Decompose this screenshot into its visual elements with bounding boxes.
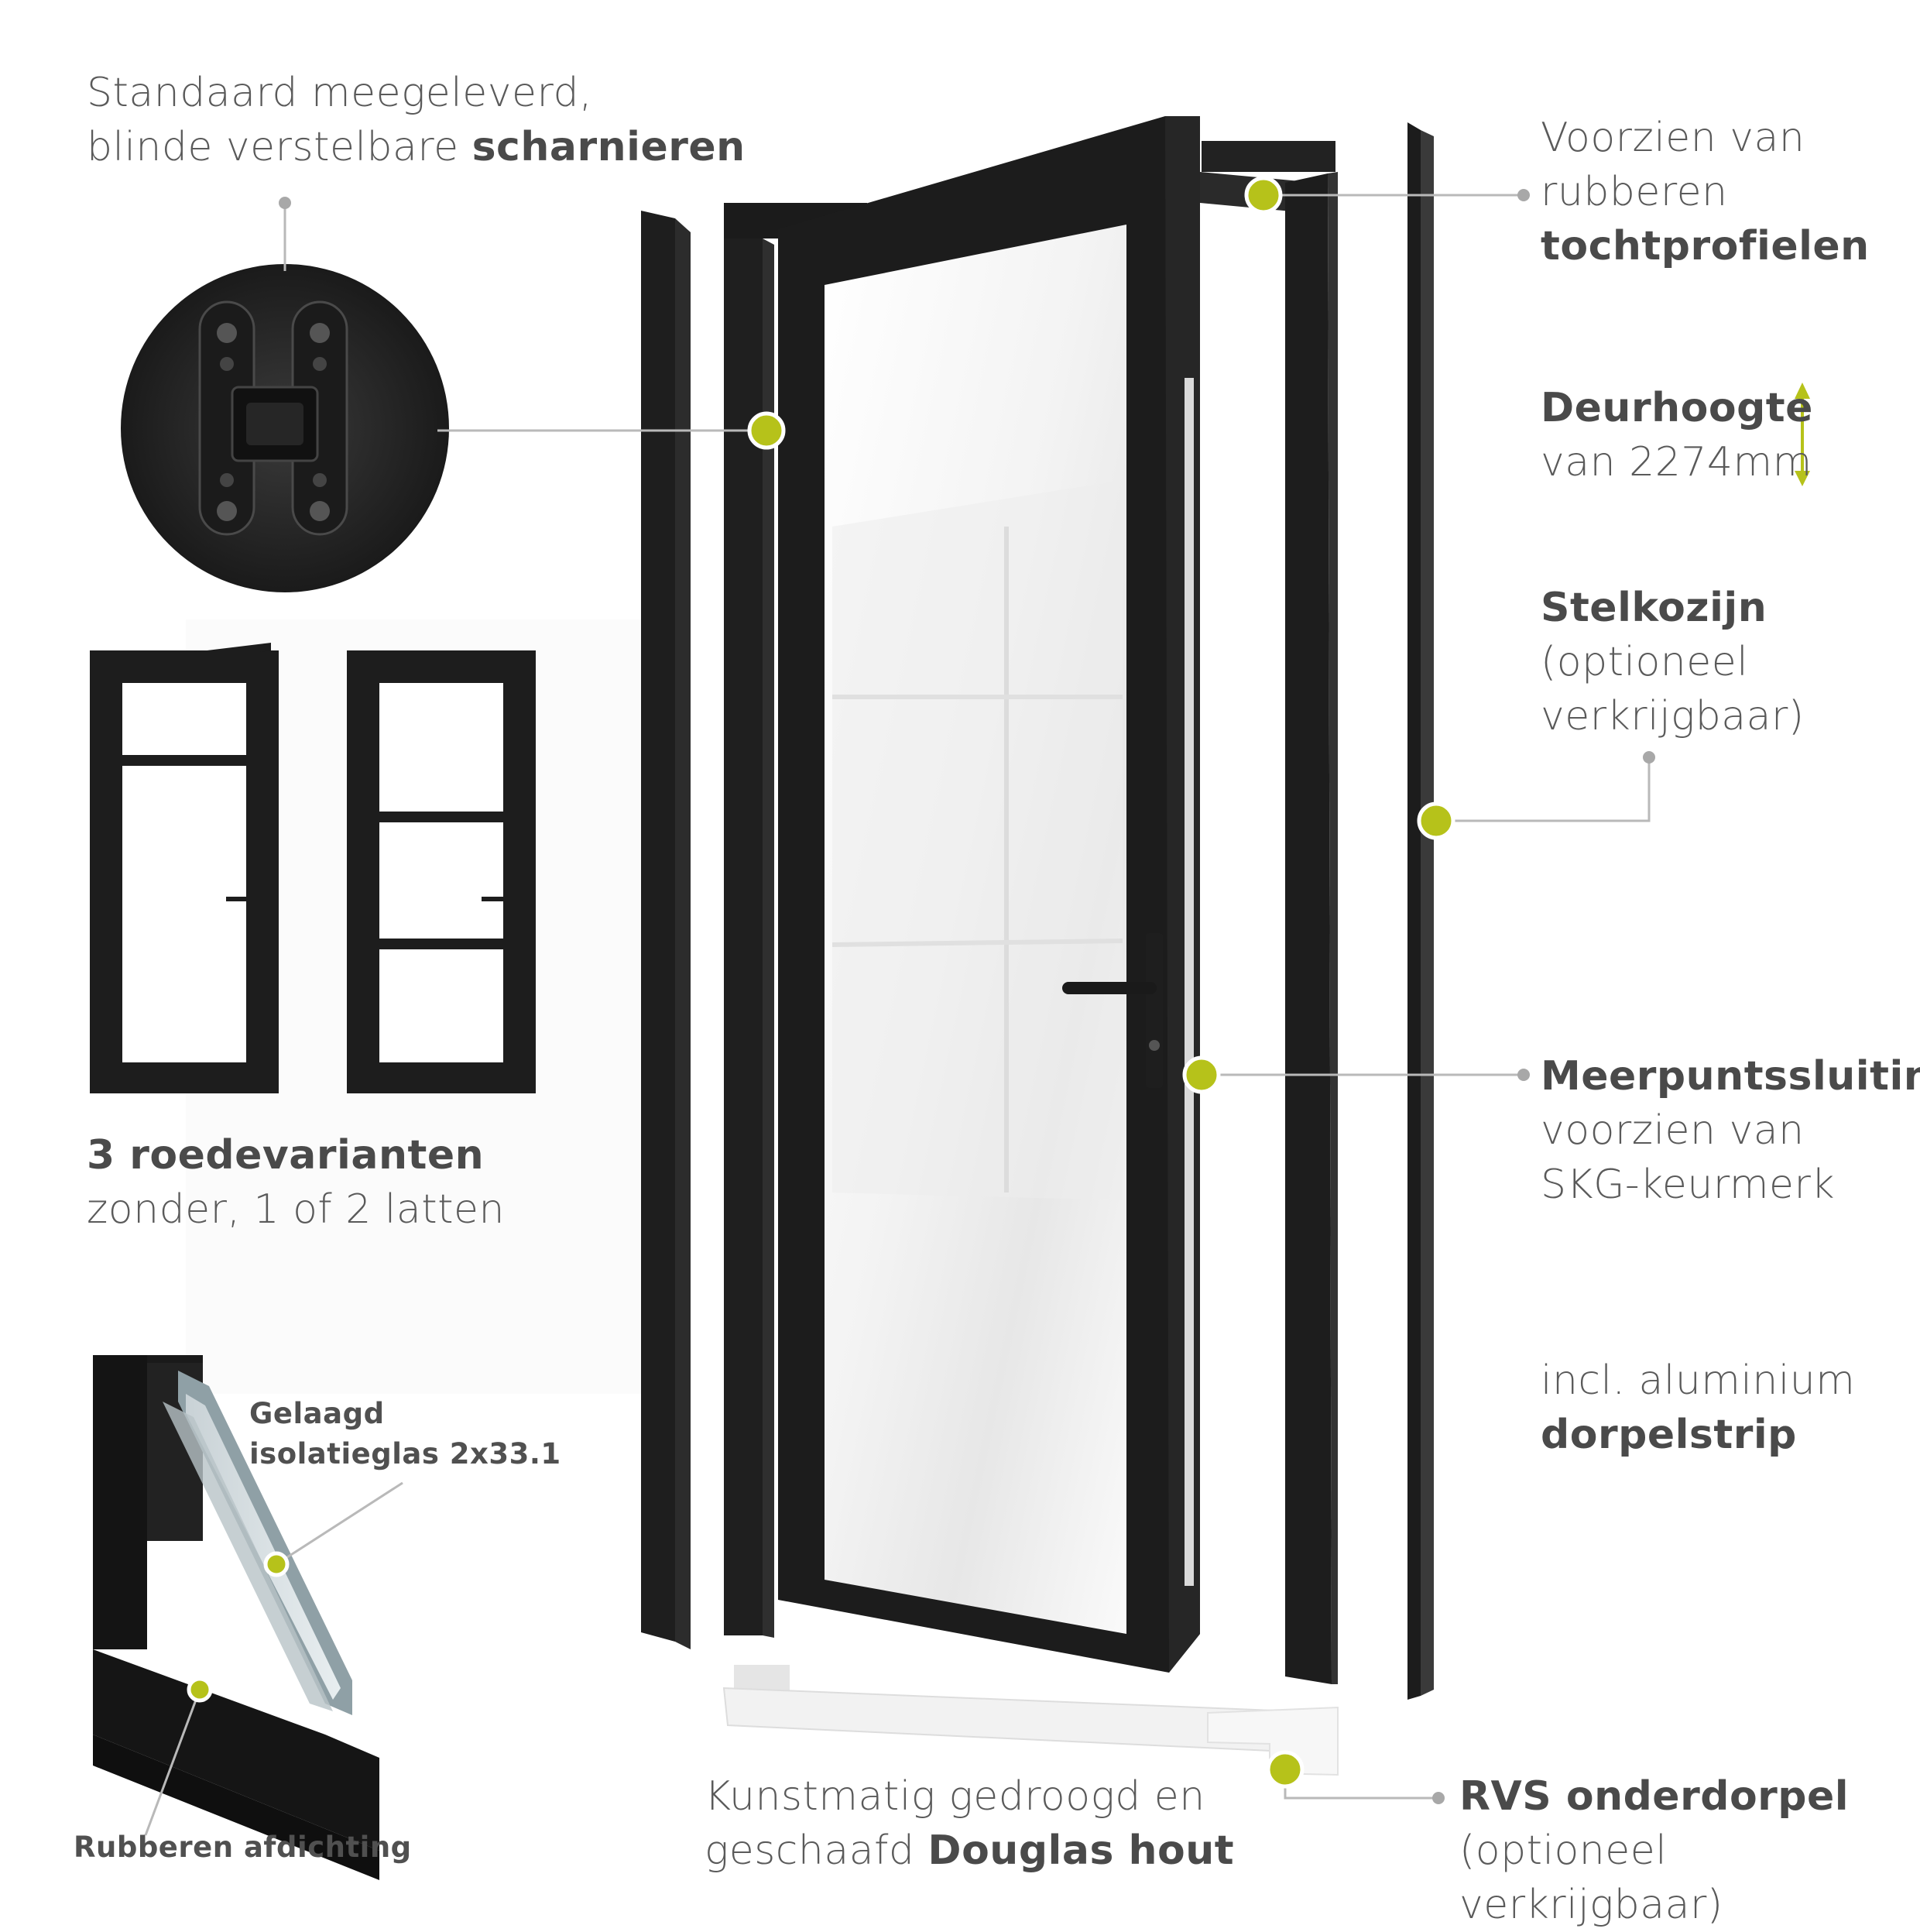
door-variant-one-bar xyxy=(90,643,279,1093)
door-leaf xyxy=(778,116,1200,1673)
sill-line2: (optioneel verkrijgbaar) xyxy=(1459,1827,1723,1928)
hinge-closeup-image xyxy=(121,264,449,592)
threshold xyxy=(722,1665,1339,1776)
height-line2: van 2274mm xyxy=(1541,439,1812,486)
door-variant-two-bars xyxy=(347,650,536,1093)
accent-markers xyxy=(187,176,1455,1789)
marker-hinges xyxy=(747,411,786,450)
seal-label: Rubberen afdichting xyxy=(74,1831,412,1864)
strip-line1: incl. aluminium xyxy=(1541,1357,1856,1404)
leader-dots xyxy=(279,189,1655,1804)
vertical-double-arrow-icon xyxy=(1795,383,1810,486)
hinges-bold: scharnieren xyxy=(471,124,746,170)
threshold-strip-callout: incl. aluminium dorpelstrip xyxy=(1541,1354,1855,1462)
door-handle xyxy=(1062,982,1157,994)
frame-line3: verkrijgbaar) xyxy=(1541,693,1805,740)
strip-bold: dorpelstrip xyxy=(1541,1412,1797,1458)
wood-callout: Kunstmatig gedroogd en geschaafd Douglas… xyxy=(705,1769,1234,1878)
glass-line2: isolatieglas 2x33.1 xyxy=(249,1437,561,1470)
seal-callout: Rubberen afdichting xyxy=(74,1827,412,1868)
leader-lines xyxy=(144,194,1651,1836)
wood-line1: Kunstmatig gedroogd en xyxy=(705,1773,1205,1820)
marker-draft-profiles xyxy=(1244,176,1283,214)
variants-line2: zonder, 1 of 2 latten xyxy=(87,1186,505,1233)
marker-lock xyxy=(1182,1055,1221,1094)
marker-glass xyxy=(263,1551,290,1577)
glass-line1: Gelaagd xyxy=(249,1397,385,1430)
draft-line2: rubberen xyxy=(1541,169,1728,215)
lock-callout: Meerpuntssluiting voorzien van SKG-keurm… xyxy=(1541,1049,1920,1212)
height-bold: Deurhoogte xyxy=(1541,385,1813,431)
glass-profile-section-image xyxy=(93,1355,379,1880)
sill-callout: RVS onderdorpel (optioneel verkrijgbaar) xyxy=(1459,1769,1920,1932)
marker-sill xyxy=(1266,1750,1305,1789)
door-height-callout: Deurhoogte van 2274mm xyxy=(1541,381,1813,489)
marker-stelkozijn xyxy=(1417,801,1455,840)
marker-seal xyxy=(187,1676,213,1703)
frame-callout: Stelkozijn (optioneel verkrijgbaar) xyxy=(1541,581,1805,743)
handle-plate xyxy=(1146,933,1163,1088)
stelkozijn-profile xyxy=(1407,122,1434,1700)
hinges-line2: blinde verstelbare xyxy=(87,124,472,170)
hinges-callout: Standaard meegeleverd, blinde verstelbar… xyxy=(87,66,746,174)
wood-bold: Douglas hout xyxy=(927,1827,1235,1874)
hinges-line1: Standaard meegeleverd, xyxy=(87,70,593,116)
frame-line2: (optioneel xyxy=(1541,639,1749,685)
frame-bold: Stelkozijn xyxy=(1541,585,1767,631)
left-jamb xyxy=(641,211,691,1649)
lock-bold: Meerpuntssluiting xyxy=(1541,1053,1920,1100)
glass-callout: Gelaagd isolatieglas 2x33.1 xyxy=(249,1394,561,1474)
draft-profiles-callout: Voorzien van rubberen tochtprofielen xyxy=(1541,111,1870,273)
front-frame xyxy=(724,203,867,1638)
wood-line2: geschaafd xyxy=(705,1827,928,1874)
lock-line2: voorzien van xyxy=(1541,1107,1805,1154)
draft-line1: Voorzien van xyxy=(1541,115,1805,161)
variants-bold: 3 roedevarianten xyxy=(87,1132,485,1179)
lock-line3: SKG-keurmerk xyxy=(1541,1162,1835,1208)
draft-bold: tochtprofielen xyxy=(1541,223,1870,269)
sill-bold: RVS onderdorpel xyxy=(1459,1773,1850,1820)
door-frame xyxy=(1200,141,1338,1684)
variants-callout: 3 roedevarianten zonder, 1 of 2 latten xyxy=(87,1128,505,1237)
